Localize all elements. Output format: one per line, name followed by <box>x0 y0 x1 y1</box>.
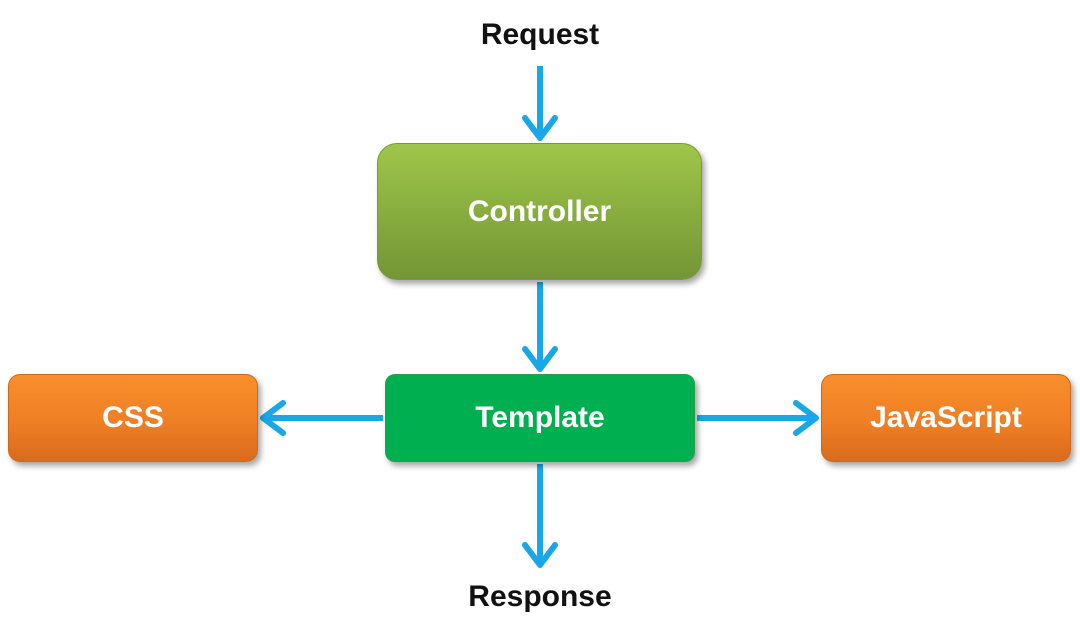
javascript-node: JavaScript <box>821 374 1071 462</box>
arrow-template-to-javascript <box>697 400 819 436</box>
controller-node: Controller <box>377 143 702 280</box>
template-node: Template <box>385 374 695 462</box>
css-node: CSS <box>8 374 258 462</box>
request-label: Request <box>480 18 600 51</box>
response-label: Response <box>468 580 612 613</box>
controller-label: Controller <box>467 194 612 228</box>
arrow-template-to-response <box>522 464 558 568</box>
css-label: CSS <box>102 401 164 434</box>
javascript-label: JavaScript <box>870 401 1022 434</box>
arrow-template-to-css <box>260 400 383 436</box>
arrow-request-to-controller <box>522 66 558 141</box>
arrow-controller-to-template <box>522 282 558 372</box>
template-label: Template <box>475 401 605 434</box>
